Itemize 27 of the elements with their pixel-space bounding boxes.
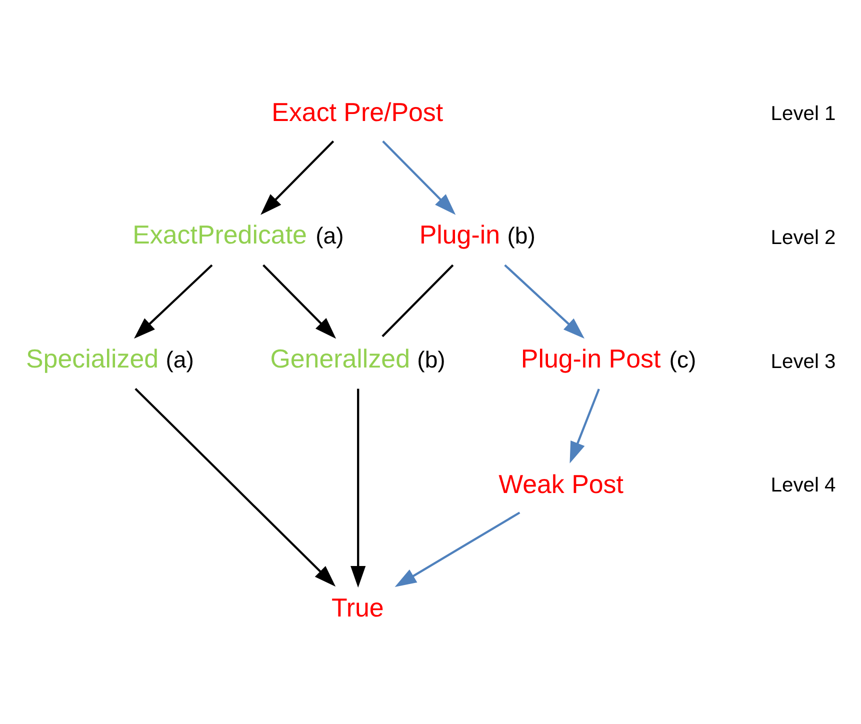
arrow bbox=[394, 511, 520, 587]
arrow bbox=[504, 264, 584, 338]
node-label: (b) bbox=[417, 346, 446, 372]
node-text: Generallzed bbox=[270, 344, 410, 373]
node-text: Specialized bbox=[26, 344, 159, 373]
node-text: Plug-in Post bbox=[520, 344, 661, 373]
node-text: Plug-in bbox=[419, 220, 500, 249]
node-label: (b) bbox=[507, 222, 536, 248]
node-label: (a) bbox=[316, 222, 344, 248]
node-text: True bbox=[331, 594, 384, 622]
connector bbox=[382, 264, 454, 337]
node-text: ExactPredicate bbox=[132, 220, 307, 249]
arrow bbox=[350, 388, 366, 588]
node-label: (c) bbox=[669, 346, 696, 372]
node-text: Weak Post bbox=[498, 470, 624, 498]
label: Level 3 bbox=[770, 350, 836, 372]
arrow bbox=[570, 388, 600, 463]
label: Level 4 bbox=[770, 474, 836, 496]
node-text: Exact Pre/Post bbox=[272, 98, 444, 127]
arrow bbox=[134, 388, 336, 586]
arrow bbox=[382, 140, 456, 214]
arrow bbox=[262, 264, 336, 338]
label: Level 2 bbox=[770, 226, 836, 248]
node-label: (a) bbox=[166, 346, 194, 372]
arrow bbox=[260, 140, 334, 214]
arrow bbox=[134, 264, 213, 338]
label: Level 1 bbox=[770, 102, 836, 125]
